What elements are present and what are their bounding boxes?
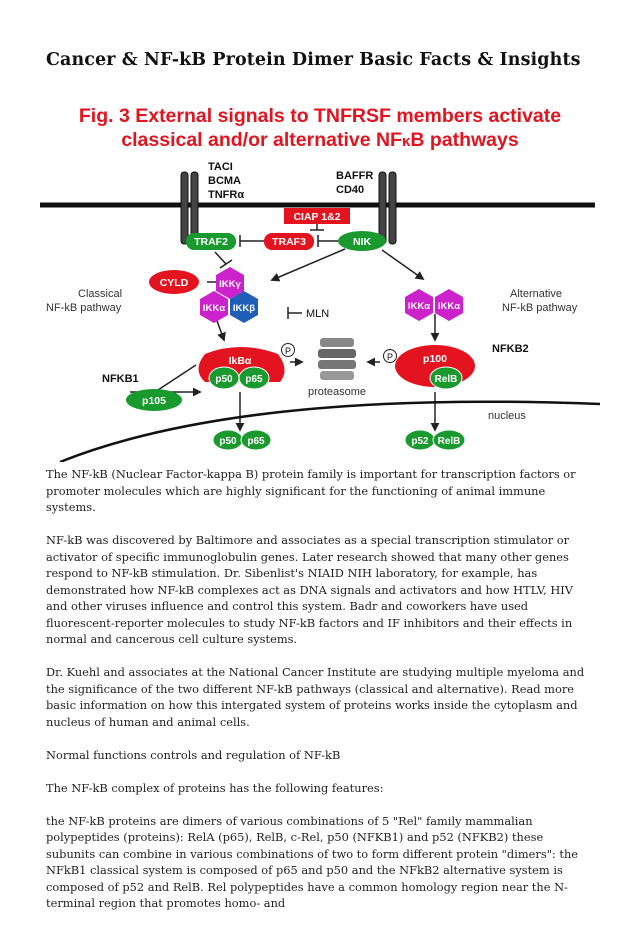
ciap-box <box>284 208 350 224</box>
cyld-label: CYLD <box>160 277 189 289</box>
nuclear-relb-node <box>432 429 466 451</box>
p50-label: p50 <box>215 374 233 385</box>
mln-label: MLN <box>306 308 329 320</box>
relb-label: RelB <box>435 374 458 385</box>
alternative-label-1: Alternative <box>510 288 562 300</box>
nuclear-membrane <box>59 400 601 464</box>
nucleus-label: nucleus <box>488 410 526 422</box>
receptor-right <box>378 171 397 245</box>
nuclear-p65-label: p65 <box>247 436 265 447</box>
receptor-baffr: BAFFR <box>336 170 373 182</box>
ikk-alpha-alt-node-1 <box>405 289 433 321</box>
phospho-ikba <box>281 343 295 357</box>
ikba-label: IkBα <box>229 355 252 367</box>
paragraph-features-intro: The NF-kB complex of proteins has the fo… <box>46 780 384 795</box>
traf3-node <box>264 233 314 250</box>
nfkb2-label: NFKB2 <box>492 343 529 355</box>
receptor-bcma: BCMA <box>208 175 241 187</box>
p65-label: p65 <box>245 374 263 385</box>
activation-arrows <box>130 248 440 432</box>
ikk-alpha-alt-label-1: IKKα <box>408 301 430 312</box>
p105-label: p105 <box>142 395 166 407</box>
figure-title-line2-a: classical and/or alternative NF <box>121 129 402 151</box>
ikk-alpha-alt-label-2: IKKα <box>438 301 460 312</box>
cyld-node <box>149 270 199 294</box>
ikk-gamma-label: IKKγ <box>219 279 241 290</box>
proteasome-icon <box>318 338 356 380</box>
ikk-beta-node <box>230 291 258 323</box>
classical-label-2: NF-kB pathway <box>46 302 122 314</box>
receptor-cd40: CD40 <box>336 184 364 196</box>
ikk-alpha-alt-node-2 <box>435 289 463 321</box>
receptor-tnfr: TNFRα <box>208 189 244 201</box>
p105-node <box>126 389 182 411</box>
article-body: The NF-kB (Nuclear Factor-kappa B) prote… <box>46 466 594 928</box>
receptor-taci: TACI <box>208 161 233 173</box>
ikk-alpha-label: IKKα <box>203 303 225 314</box>
ikk-alpha-node <box>200 291 228 323</box>
paragraph-intro: The NF-kB (Nuclear Factor-kappa B) prote… <box>46 467 576 514</box>
paragraph-dimers: the NF-kB proteins are dimers of various… <box>46 813 579 911</box>
alternative-label-2: NF-kB pathway <box>502 302 578 314</box>
paragraph-discovery: NF-kB was discovered by Baltimore and as… <box>46 533 573 646</box>
receptor-left <box>180 171 199 245</box>
figure-title-line2-b: B pathways <box>410 129 519 151</box>
phospho-ikba-label: P <box>285 346 291 356</box>
ikk-gamma-node <box>216 267 244 299</box>
p100-label: p100 <box>423 353 447 365</box>
figure-title-kappa: κ <box>402 133 411 150</box>
paragraph-subheading: Normal functions controls and regulation… <box>46 747 341 762</box>
phospho-p100 <box>383 349 397 363</box>
nfkb-pathway-figure: Fig. 3 External signals to TNFRSF member… <box>40 92 601 464</box>
page-title: Cancer & NF-kB Protein Dimer Basic Facts… <box>46 50 581 70</box>
nuclear-p52-label: p52 <box>411 436 429 447</box>
paragraph-kuehl: Dr. Kuehl and associates at the National… <box>46 665 585 729</box>
nuclear-relb-label: RelB <box>438 436 461 447</box>
traf3-label: TRAF3 <box>272 236 306 248</box>
traf2-node <box>186 233 236 250</box>
relb-node <box>429 366 463 390</box>
nuclear-p50-label: p50 <box>219 436 237 447</box>
pathway-diagram: Fig. 3 External signals to TNFRSF member… <box>40 105 601 464</box>
figure-title-line2: classical and/or alternative NFκB pathwa… <box>121 129 519 151</box>
p65-node <box>238 366 270 390</box>
nuclear-p65-node <box>240 429 272 451</box>
nfkb1-label: NFKB1 <box>102 373 139 385</box>
nik-label: NIK <box>353 236 372 248</box>
ciap-label: CIAP 1&2 <box>293 211 340 223</box>
proteasome-label: proteasome <box>308 386 366 398</box>
traf2-label: TRAF2 <box>194 236 228 248</box>
figure-title-line1: Fig. 3 External signals to TNFRSF member… <box>79 105 561 127</box>
ikk-beta-label: IKKβ <box>233 303 255 314</box>
phospho-p100-label: P <box>387 352 393 362</box>
classical-label-1: Classical <box>78 288 122 300</box>
nik-node <box>338 231 386 251</box>
